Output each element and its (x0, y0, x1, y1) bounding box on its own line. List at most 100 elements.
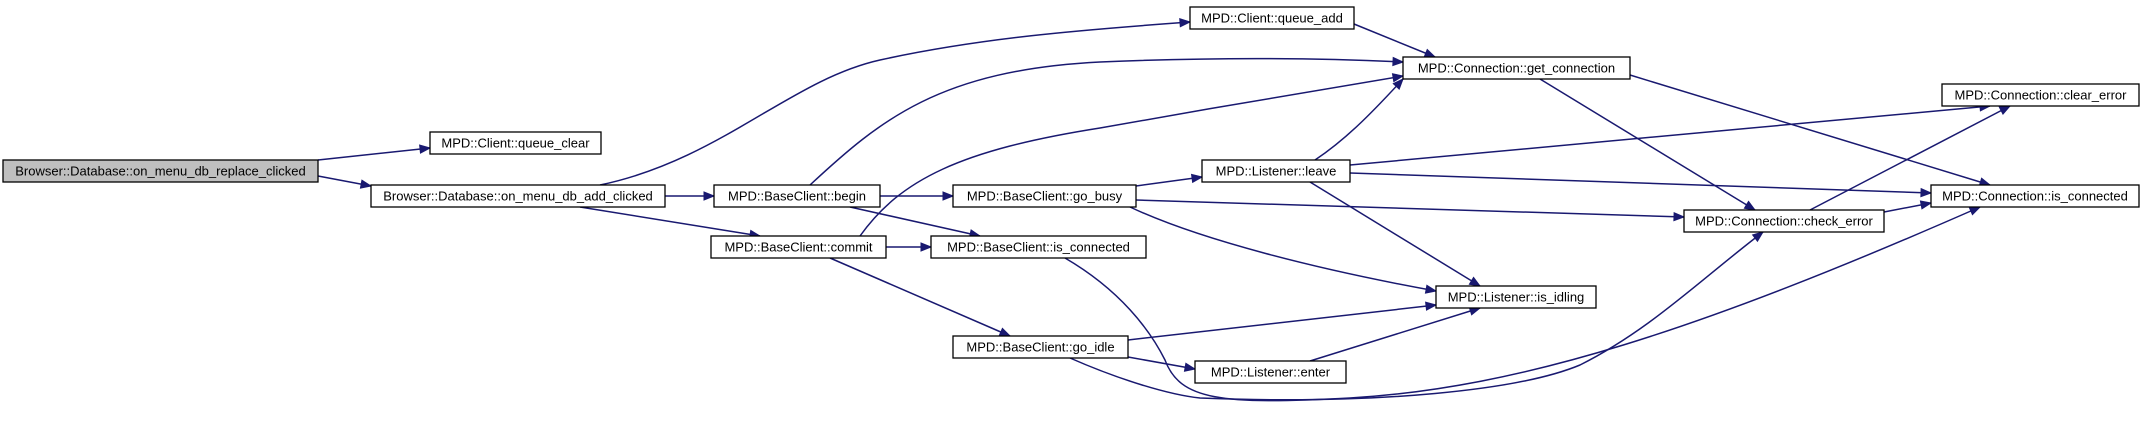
node-mpd-client-queue-clear[interactable]: MPD::Client::queue_clear (429, 131, 602, 155)
node-box[interactable] (930, 235, 1147, 259)
node-box[interactable] (429, 131, 602, 155)
node-mpd-connection-get-connection[interactable]: MPD::Connection::get_connection (1402, 56, 1631, 80)
edge-begin-to-get_connection (809, 56, 1405, 186)
node-label: MPD::Connection::get_connection (1418, 61, 1615, 76)
edge-add_clicked-to-begin (665, 191, 716, 201)
node-mpd-client-queue-add[interactable]: MPD::Client::queue_add (1189, 6, 1355, 30)
edge-leave-to-get_connection (1314, 78, 1404, 161)
edge-line (579, 206, 761, 237)
edge-leave-to-conn_is_connected (1349, 172, 1933, 198)
edge-line (809, 57, 1404, 186)
node-box[interactable] (1683, 209, 1885, 233)
node-box[interactable] (1435, 285, 1597, 309)
node-mpd-connection-clear-error[interactable]: MPD::Connection::clear_error (1941, 83, 2140, 107)
arrow-head-icon (1751, 231, 1765, 243)
node-mpd-baseclient-begin[interactable]: MPD::BaseClient::begin (713, 184, 881, 208)
node-mpd-connection-check-error[interactable]: MPD::Connection::check_error (1683, 209, 1885, 233)
edge-root-to-add_clicked (317, 175, 373, 189)
node-mpd-baseclient-commit[interactable]: MPD::BaseClient::commit (710, 235, 887, 259)
arrow-head-icon (1391, 73, 1405, 83)
edge-enter-to-is_idling (1309, 306, 1482, 362)
edge-add_clicked-to-queue_add (599, 18, 1192, 186)
node-label: MPD::BaseClient::go_busy (967, 189, 1123, 204)
arrow-head-icon (1425, 301, 1438, 311)
edge-begin-to-go_busy (880, 191, 955, 201)
node-mpd-baseclient-is-connected[interactable]: MPD::BaseClient::is_connected (930, 235, 1147, 259)
arrow-head-icon (1423, 48, 1437, 58)
arrow-head-icon (1920, 187, 1933, 198)
arrow-head-icon (1743, 200, 1757, 211)
node-browser-database-on-menu-db-replace-clicked[interactable]: Browser::Database::on_menu_db_replace_cl… (2, 159, 319, 183)
arrow-head-icon (703, 191, 716, 201)
arrow-head-icon (1183, 362, 1197, 372)
arrow-head-icon (359, 179, 373, 189)
edge-line (849, 206, 981, 237)
edge-go_busy-to-check_error (1135, 199, 1686, 222)
node-mpd-baseclient-go-busy[interactable]: MPD::BaseClient::go_busy (952, 184, 1137, 208)
edge-line (1129, 206, 1437, 292)
node-mpd-listener-is-idling[interactable]: MPD::Listener::is_idling (1435, 285, 1597, 309)
edge-line (829, 257, 1011, 337)
edge-begin-to-bc_is_connected (849, 206, 982, 239)
edge-line (1314, 78, 1404, 161)
node-box[interactable] (1201, 159, 1351, 183)
edge-line (317, 147, 431, 161)
node-box[interactable] (370, 184, 666, 208)
node-box[interactable] (952, 335, 1129, 359)
node-label: MPD::BaseClient::is_connected (947, 240, 1130, 255)
edge-line (859, 75, 1404, 237)
edge-line (1069, 231, 1764, 401)
node-label: MPD::Listener::is_idling (1448, 290, 1585, 305)
node-label: MPD::Listener::leave (1216, 164, 1337, 179)
node-label: MPD::Connection::check_error (1695, 214, 1873, 229)
node-browser-database-on-menu-db-add-clicked[interactable]: Browser::Database::on_menu_db_add_clicke… (370, 184, 666, 208)
node-mpd-connection-is-connected[interactable]: MPD::Connection::is_connected (1930, 184, 2140, 208)
node-box[interactable] (2, 159, 319, 183)
edge-add_clicked-to-commit (579, 206, 762, 240)
edge-commit-to-go_idle (829, 257, 1012, 337)
node-label: MPD::BaseClient::commit (724, 240, 872, 255)
edge-go_idle-to-is_idling (1127, 301, 1438, 341)
arrow-head-icon (419, 144, 432, 154)
edge-get_connection-to-conn_is_connected (1629, 74, 1992, 187)
node-box[interactable] (1930, 184, 2140, 208)
arrow-head-icon (1673, 211, 1686, 222)
node-mpd-baseclient-go-idle[interactable]: MPD::BaseClient::go_idle (952, 335, 1129, 359)
arrow-head-icon (1968, 206, 1982, 216)
edge-go_busy-to-is_idling (1129, 206, 1438, 294)
edge-go_busy-to-leave (1135, 173, 1204, 187)
node-label: MPD::Listener::enter (1211, 365, 1331, 380)
edge-leave-to-is_idling (1309, 181, 1482, 287)
edge-line (1353, 23, 1436, 58)
node-label: Browser::Database::on_menu_db_replace_cl… (15, 164, 306, 179)
edge-line (1539, 78, 1756, 211)
node-box[interactable] (1402, 56, 1631, 80)
edge-line (1135, 176, 1203, 187)
arrow-head-icon (1392, 56, 1405, 67)
nodes-layer: Browser::Database::on_menu_db_replace_cl… (2, 6, 2140, 384)
node-box[interactable] (1941, 83, 2140, 107)
arrow-head-icon (1190, 173, 1204, 184)
node-label: MPD::Connection::clear_error (1955, 88, 2128, 103)
node-mpd-listener-leave[interactable]: MPD::Listener::leave (1201, 159, 1351, 183)
edge-root-to-queue_clear (317, 144, 432, 161)
node-box[interactable] (713, 184, 881, 208)
arrow-head-icon (942, 191, 955, 201)
node-mpd-listener-enter[interactable]: MPD::Listener::enter (1194, 360, 1347, 384)
edge-line (1809, 105, 2011, 211)
node-label: Browser::Database::on_menu_db_add_clicke… (383, 189, 653, 204)
edges-layer (317, 18, 2012, 402)
edge-line (1349, 172, 1932, 194)
edge-line (1309, 307, 1481, 362)
node-label: MPD::BaseClient::go_idle (966, 340, 1114, 355)
node-box[interactable] (1194, 360, 1347, 384)
edge-commit-to-get_connection (859, 73, 1405, 237)
node-label: MPD::Connection::is_connected (1942, 189, 2128, 204)
edge-line (1127, 356, 1196, 370)
node-box[interactable] (710, 235, 887, 259)
edge-go_idle-to-enter (1127, 356, 1197, 372)
node-box[interactable] (1189, 6, 1355, 30)
arrow-head-icon (1998, 105, 2012, 116)
node-box[interactable] (952, 184, 1137, 208)
